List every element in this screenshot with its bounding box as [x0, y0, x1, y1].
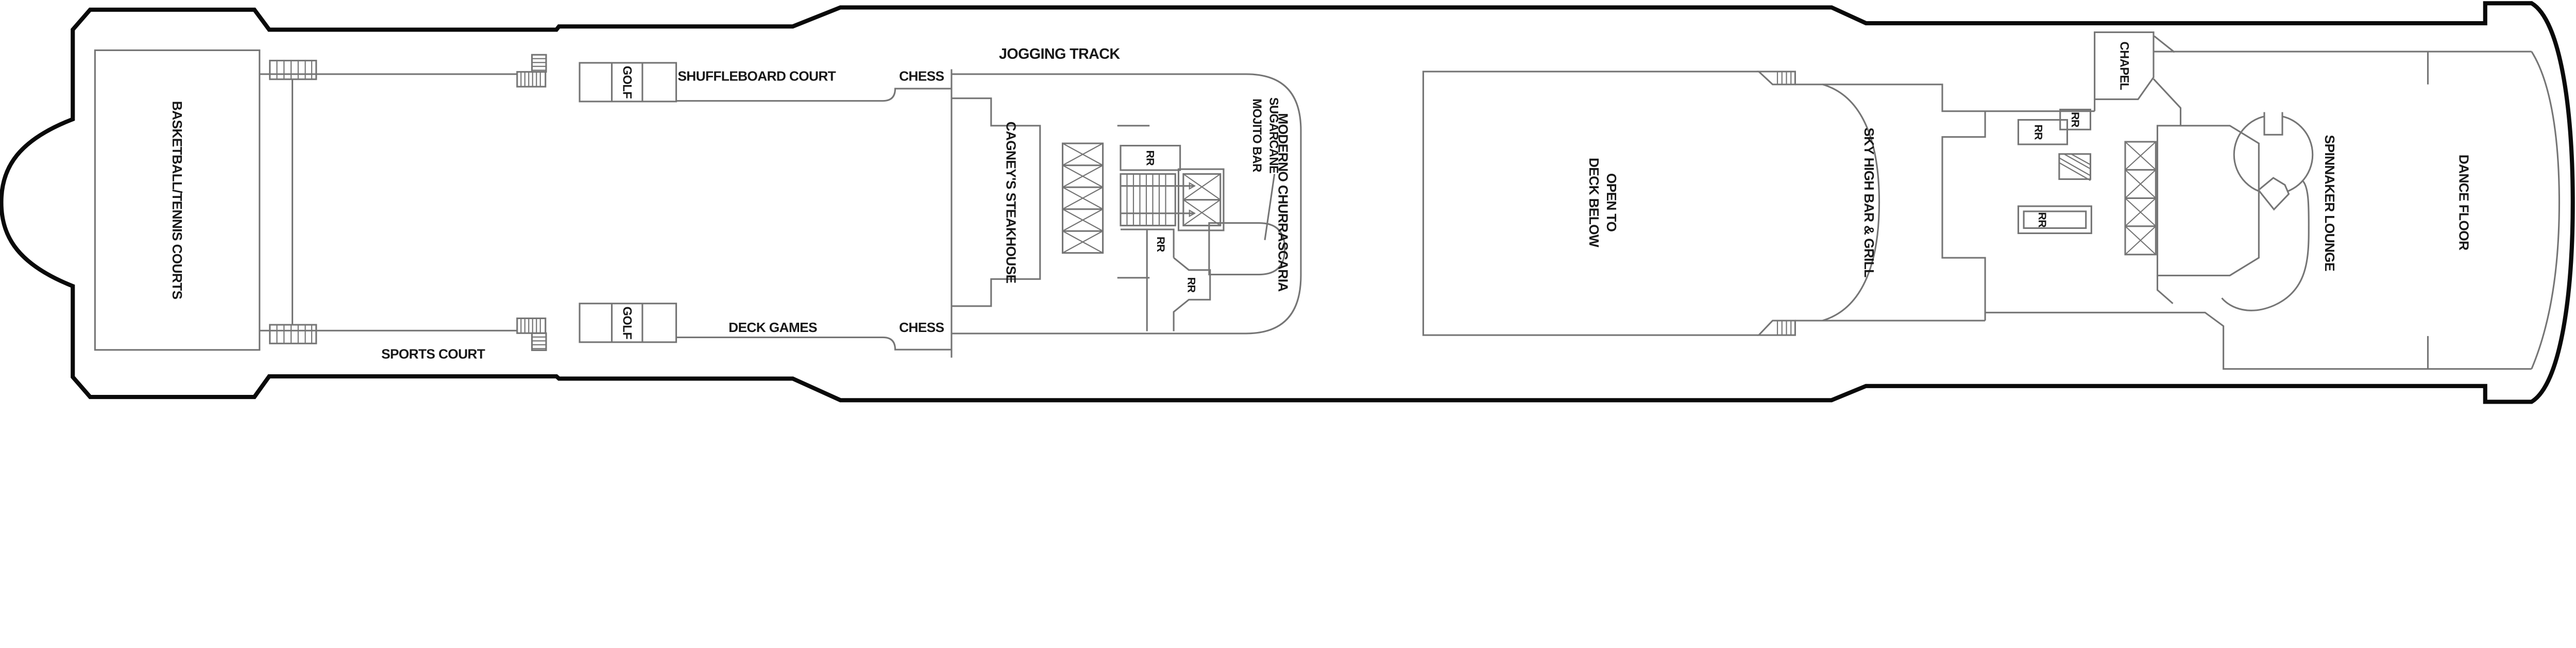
deck-plan-page: BASKETBALL/TENNIS COURTS SPORTS COURT GO…	[0, 1, 2575, 404]
stage-notch-bottom	[2257, 177, 2290, 211]
stairs-icon	[2058, 153, 2092, 181]
label-sugarcane: SUGARCANE	[1266, 97, 1280, 173]
label-restroom: RR	[2069, 112, 2081, 127]
void-outline	[1422, 71, 1759, 336]
lounge-seating-curve	[2221, 179, 2310, 311]
spinnaker-bow-section	[2124, 51, 2561, 370]
open-deck-void	[1422, 71, 1880, 336]
restroom-box	[1120, 144, 1181, 171]
ship-hull	[0, 1, 2575, 404]
chapel-brace	[2154, 35, 2175, 53]
label-basketball-tennis-courts: BASKETBALL/TENNIS COURTS	[170, 101, 185, 300]
label-restroom: RR	[2036, 212, 2048, 228]
moderno-outline	[951, 73, 1302, 335]
label-jogging-track: JOGGING TRACK	[999, 46, 1121, 62]
label-dance-floor: DANCE FLOOR	[2456, 155, 2472, 251]
label-mojito-bar: MOJITO BAR	[1250, 98, 1264, 172]
stairs-icon	[516, 54, 547, 88]
stage-notch-top	[2263, 112, 2283, 136]
label-chapel: CHAPEL	[2117, 42, 2131, 90]
label-deck-games: DECK GAMES	[728, 320, 817, 335]
label-restroom: RR	[1155, 237, 1167, 252]
label-cagneys-steakhouse: CAGNEY'S STEAKHOUSE	[1004, 122, 1019, 284]
restroom-box-inner	[2023, 210, 2087, 229]
label-sky-high-bar-grill: SKY HIGH BAR & GRILL	[1861, 127, 1877, 277]
label-restroom: RR	[2032, 125, 2044, 140]
label-restroom: RR	[1185, 277, 1198, 293]
labels: BASKETBALL/TENNIS COURTS SPORTS COURT GO…	[170, 42, 2472, 362]
hull-outline	[0, 1, 2575, 404]
cagneys-room-wall	[951, 97, 1041, 307]
sugarcane-pointer-line	[1264, 174, 1276, 240]
restroom-box	[2017, 205, 2092, 235]
label-moderno-churrascaria: MODERNO CHURRASCARIA	[1276, 113, 1291, 292]
void-forward-curve	[1795, 84, 1880, 322]
label-deck-below: DECK BELOW	[1586, 158, 1602, 247]
elevator-bank-icon	[2124, 141, 2157, 256]
golf-cabin-top	[579, 62, 677, 103]
midship-restaurant-block	[951, 69, 1302, 358]
label-open-to: OPEN TO	[1604, 173, 1619, 231]
elevator-bank-icon	[1061, 142, 1104, 254]
basketball-court-outline	[94, 49, 261, 351]
label-shuffleboard-court: SHUFFLEBOARD COURT	[677, 68, 836, 84]
label-golf-top: GOLF	[620, 66, 634, 99]
elevator-shaft-icon	[1177, 168, 1225, 231]
stairs-icon	[1120, 173, 1196, 227]
label-chess-top: CHESS	[899, 68, 944, 84]
cruise-deck-plan: BASKETBALL/TENNIS COURTS SPORTS COURT GO…	[0, 1, 2575, 404]
label-golf-bottom: GOLF	[620, 307, 634, 340]
label-spinnaker-lounge: SPINNAKER LOUNGE	[2322, 135, 2337, 271]
sky-high-chapel-section	[1822, 31, 2532, 370]
bow-inner-arc	[2531, 51, 2561, 370]
restroom-vestibule-walls	[1121, 228, 1211, 331]
deck-edge-bottom-bow	[1822, 311, 2532, 370]
lounge-aft-wall	[2156, 275, 2174, 304]
chapel-room	[2094, 31, 2155, 101]
sugarcane-bar-counter	[1208, 222, 1286, 276]
stern-section	[94, 49, 951, 351]
deck-edge-top-forward	[676, 88, 951, 102]
restroom-box	[2017, 119, 2069, 145]
sky-high-galley-wall	[1941, 111, 1986, 321]
label-sports-court: SPORTS COURT	[381, 346, 485, 362]
chapel-connector-wall	[2153, 78, 2182, 126]
label-restroom: RR	[1144, 151, 1157, 166]
golf-cabin-bottom	[579, 303, 677, 343]
deck-edge-top-skyhigh	[1822, 84, 2095, 112]
stairs-icon	[516, 317, 547, 351]
label-chess-bottom: CHESS	[899, 320, 944, 335]
deck-edge-bottom-forward	[676, 336, 951, 351]
